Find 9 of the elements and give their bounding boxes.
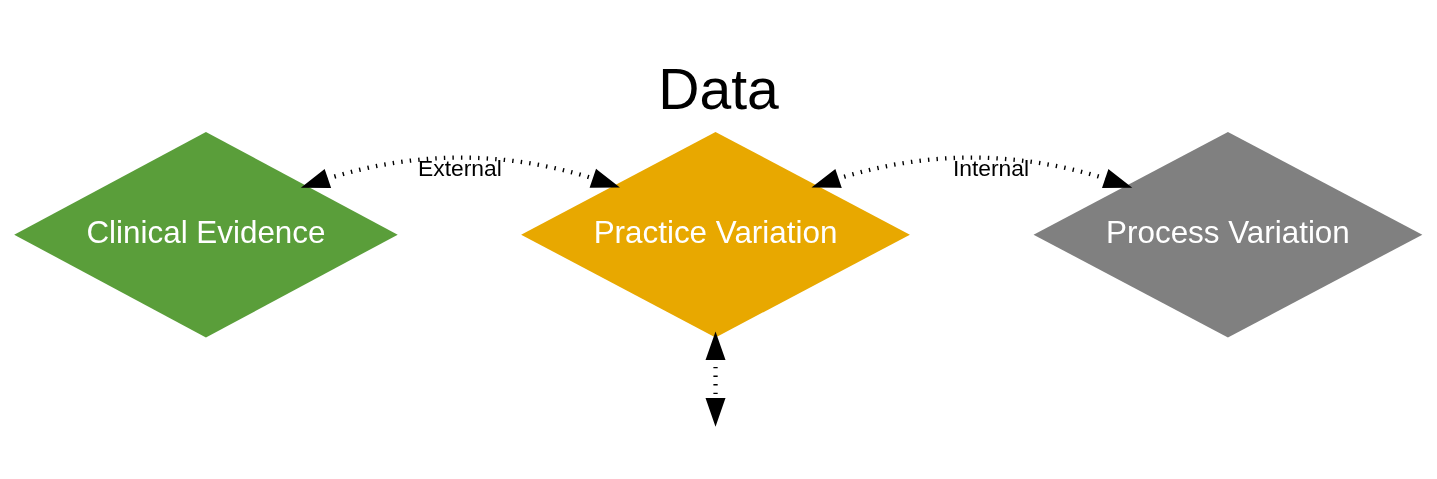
node-diamond: Process Variation (1033, 131, 1423, 338)
edge-label: External (418, 154, 502, 181)
node-diamond: Clinical Evidence (14, 131, 398, 338)
arrow (705, 331, 726, 427)
arrow (811, 155, 1133, 188)
node-diamond: Practice Variation (521, 131, 910, 338)
arrow (300, 155, 620, 188)
diagram-title: Data (658, 57, 779, 122)
edge-label: Internal (952, 154, 1030, 181)
